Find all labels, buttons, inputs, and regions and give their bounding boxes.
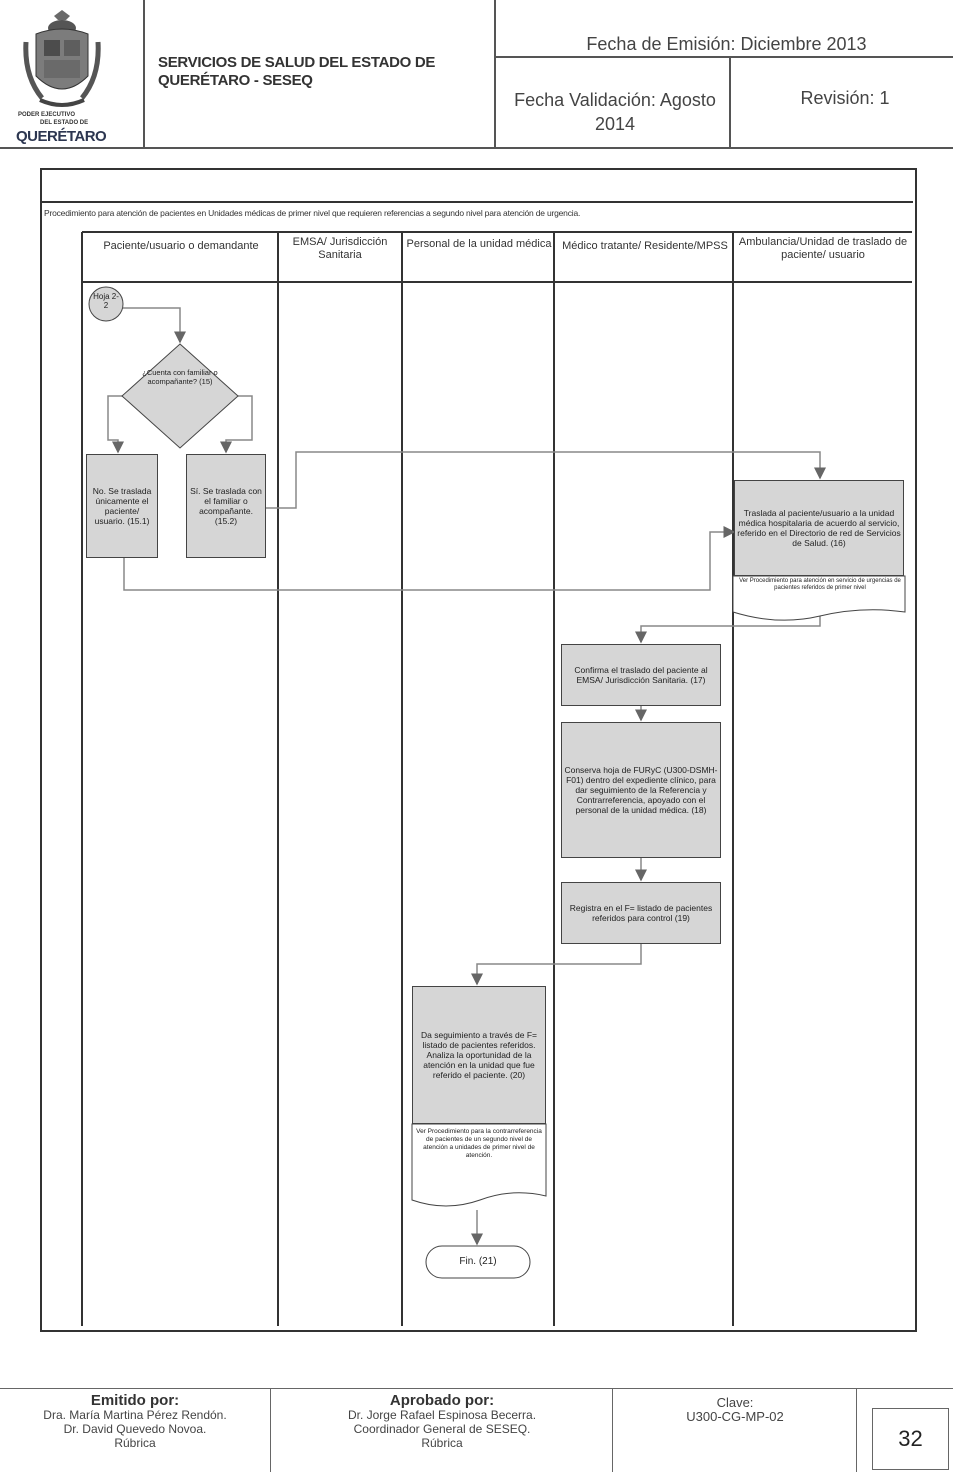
- flowchart-frame: [40, 168, 917, 1332]
- fecha-emision: Fecha de Emisión: Diciembre 2013: [586, 34, 867, 54]
- connector-circle: [88, 286, 124, 322]
- org-title: SERVICIOS DE SALUD DEL ESTADO DE QUERÉTA…: [158, 54, 436, 89]
- end-terminator: [425, 1245, 531, 1279]
- clave-value: U300-CG-MP-02: [686, 1409, 784, 1424]
- logo-caption-line2: DEL ESTADO DE: [40, 120, 89, 126]
- step-16: Traslada al paciente/usuario a la unidad…: [734, 480, 904, 576]
- decision-label: ¿Cuenta con familiar o acompañante? (15): [142, 368, 218, 386]
- emitido-block: Emitido por: Dra. María Martina Pérez Re…: [0, 1392, 270, 1450]
- aprobado-role: Coordinador General de SESEQ.: [353, 1422, 531, 1436]
- lane-medico: Médico tratante/ Residente/MPSS: [562, 240, 728, 252]
- step-15-1: No. Se traslada únicamente el paciente/ …: [86, 454, 158, 558]
- aprobado-label: Aprobado por:: [389, 1392, 495, 1409]
- step-19: Registra en el F= listado de pacientes r…: [561, 882, 721, 944]
- step-16-note: Ver Procedimiento para atención en servi…: [739, 578, 901, 591]
- logo-caption-line3: QUERÉTARO: [16, 128, 107, 145]
- emitido-name1: Dra. María Martina Pérez Rendón.: [43, 1408, 227, 1422]
- clave-label: Clave:: [716, 1395, 754, 1410]
- logo-caption-line1: PODER EJECUTIVO: [18, 112, 76, 118]
- aprobado-block: Aprobado por: Dr. Jorge Rafael Espinosa …: [272, 1392, 612, 1450]
- end-label: Fin. (21): [459, 1256, 497, 1267]
- emitido-rubrica: Rúbrica: [114, 1436, 156, 1450]
- coat-of-arms-icon: [23, 10, 101, 107]
- step-18: Conserva hoja de FURyC (U300-DSMH-F01) d…: [561, 722, 721, 858]
- lane-emsa: EMSA/ Jurisdicción Sanitaria: [292, 236, 388, 261]
- aprobado-rubrica: Rúbrica: [421, 1436, 463, 1450]
- lane-personal: Personal de la unidad médica: [406, 238, 552, 250]
- clave-block: Clave: U300-CG-MP-02: [614, 1396, 856, 1424]
- revision: Revisión: 1: [800, 88, 890, 108]
- decision-diamond: [121, 343, 239, 449]
- lane-paciente: Paciente/usuario o demandante: [103, 240, 259, 252]
- page-number: 32: [872, 1408, 949, 1470]
- aprobado-name: Dr. Jorge Rafael Espinosa Becerra.: [347, 1408, 537, 1422]
- procedure-title: Procedimiento para atención de pacientes…: [44, 208, 581, 218]
- connector-label: Hoja 2-2: [93, 292, 119, 310]
- step-15-2: Sí. Se traslada con el familiar o acompa…: [186, 454, 266, 558]
- emitido-label: Emitido por:: [90, 1392, 180, 1409]
- step-17: Confirma el traslado del paciente al EMS…: [561, 644, 721, 706]
- lane-ambulancia: Ambulancia/Unidad de traslado de pacient…: [738, 236, 908, 261]
- emitido-name2: Dr. David Quevedo Novoa.: [63, 1422, 207, 1436]
- fecha-validacion: Fecha Validación: Agosto 2014: [514, 90, 716, 134]
- step-20-note: Ver Procedimiento para la contrarreferen…: [416, 1128, 542, 1159]
- step-20: Da seguimiento a través de F= listado de…: [412, 986, 546, 1124]
